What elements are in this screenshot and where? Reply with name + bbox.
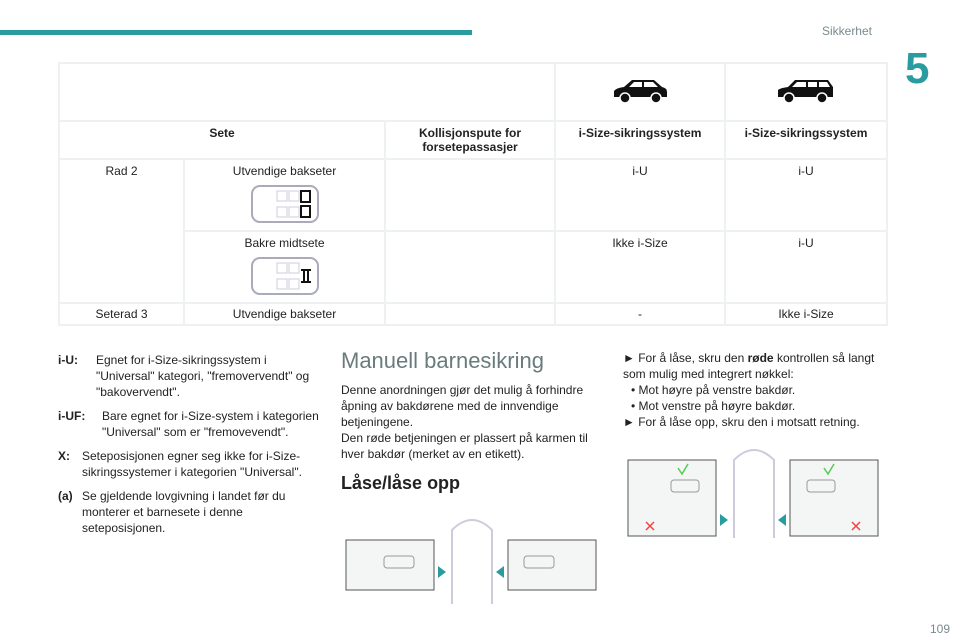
isize-cell: i-U	[724, 158, 889, 232]
legend-item: i-UF: Bare egnet for i-Size-system i kate…	[58, 408, 328, 440]
table-row: Seterad 3 Utvendige bakseter - Ikke i-Si…	[58, 302, 889, 326]
section-title: Sikkerhet	[821, 24, 872, 38]
legend-term: i-UF:	[58, 409, 86, 423]
airbag-cell	[383, 302, 557, 326]
table-row: Rad 2 Utvendige bakseter i-U i-U	[58, 158, 889, 304]
child-seat-table: Sete Kollisjonspute for forsetepassasjer…	[57, 62, 889, 326]
empty-header	[57, 62, 557, 122]
legend-item: i-U: Egnet for i-Size-sikringssystem i "U…	[58, 352, 328, 400]
section-heading: Manuell barnesikring	[341, 348, 544, 373]
airbag-cell	[383, 158, 557, 232]
subheading: Låse/låse opp	[341, 473, 461, 493]
row-group: Rad 2	[58, 158, 185, 304]
legend-term: X:	[58, 449, 70, 463]
legend-text: Bare egnet for i-Size-system i kategorie…	[102, 409, 319, 439]
header-airbag: Kollisjonspute for forsetepassasjer	[383, 120, 557, 160]
seat-diagram-icon	[250, 185, 319, 223]
legend-item: X: Seteposisjonen egner seg ikke for i-Si…	[58, 448, 328, 480]
airbag-cell	[383, 230, 557, 304]
seat-cell: Utvendige bakseter	[183, 302, 386, 326]
page-number: 109	[929, 622, 950, 636]
step-unlock: ► For å låse opp, skru den i motsatt ret…	[623, 415, 860, 429]
isize-cell: Ikke i-Size	[724, 302, 889, 326]
row-group: Seterad 3	[58, 302, 185, 326]
seat-cell: Utvendige bakseter	[183, 158, 386, 232]
isize-cell: i-U	[724, 230, 889, 304]
suv-icon	[724, 62, 889, 122]
paragraph: Denne anordningen gjør det mulig å forhi…	[341, 383, 584, 429]
seat-label: Bakre midtsete	[244, 236, 325, 250]
lock-unlock-illustration	[627, 449, 879, 538]
legend-text: Se gjeldende lovgivning i landet før du …	[82, 489, 286, 535]
seat-label: Utvendige bakseter	[232, 164, 337, 178]
bullet: • Mot høyre på venstre bakdør.	[631, 383, 796, 397]
seat-cell: Bakre midtsete	[183, 230, 386, 304]
legend: i-U: Egnet for i-Size-sikringssystem i "U…	[58, 352, 328, 544]
header-bar	[0, 30, 472, 35]
manual-child-lock: Manuell barnesikring Denne anordningen g…	[341, 348, 606, 494]
table-row: Bakre midtsete Ikke i-Size i-U	[59, 230, 889, 304]
step-lock: ► For å låse, skru den røde kontrollen s…	[623, 351, 875, 381]
header-isize-1: i-Size-sikringssystem	[554, 120, 727, 160]
header-seat: Sete	[58, 120, 386, 160]
suv-icon	[554, 62, 727, 122]
paragraph: Den røde betjeningen er plassert på karm…	[341, 431, 588, 461]
child-lock-illustration	[345, 519, 597, 604]
isize-cell: -	[554, 302, 727, 326]
legend-text: Egnet for i-Size-sikringssystem i "Unive…	[96, 353, 310, 399]
isize-cell: i-U	[554, 158, 727, 232]
legend-item: (a) Se gjeldende lovgivning i landet før …	[58, 488, 328, 536]
legend-text: Seteposisjonen egner seg ikke for i-Size…	[82, 449, 302, 479]
header-isize-2: i-Size-sikringssystem	[724, 120, 889, 160]
chapter-number: 5	[905, 44, 930, 93]
legend-term: i-U:	[58, 353, 78, 367]
seat-diagram-icon	[250, 257, 319, 295]
lock-instructions: ► For å låse, skru den røde kontrollen s…	[623, 350, 888, 430]
bullet: • Mot venstre på høyre bakdør.	[631, 399, 796, 413]
isize-cell: Ikke i-Size	[554, 230, 727, 304]
legend-term: (a)	[58, 489, 73, 503]
